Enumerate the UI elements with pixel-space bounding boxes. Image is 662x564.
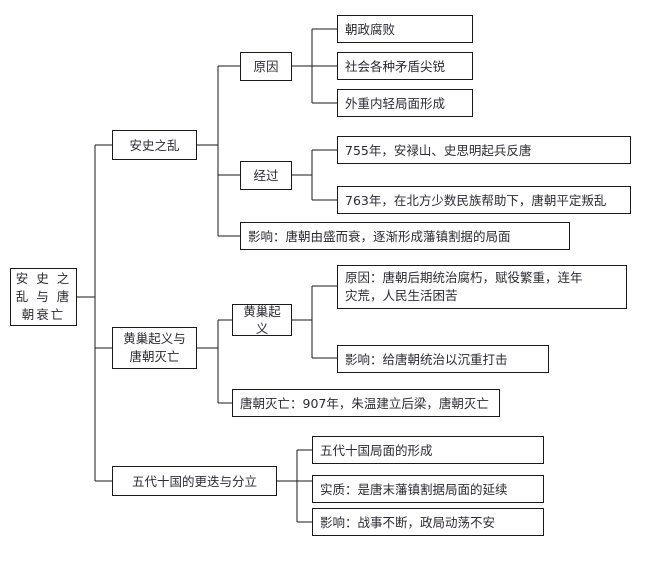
node-cause-label[interactable]: 原因 [240, 52, 292, 81]
node-five-dynasties-item-2[interactable]: 实质：是唐末藩镇割据局面的延续 [312, 475, 544, 503]
branch-huangchao-and-fall[interactable]: 黄巢起义与 唐朝灭亡 [112, 327, 197, 369]
node-five-dynasties-item-1[interactable]: 五代十国局面的形成 [312, 436, 544, 464]
node-five-dynasties-item-3[interactable]: 影响：战事不断，政局动荡不安 [312, 508, 544, 536]
node-huangchao-uprising[interactable]: 黄巢起义 [232, 304, 292, 336]
node-huangchao-impact[interactable]: 影响：给唐朝统治以沉重打击 [337, 345, 549, 373]
node-process-label[interactable]: 经过 [240, 161, 292, 190]
node-cause-item-2[interactable]: 社会各种矛盾尖锐 [337, 52, 473, 80]
root-node[interactable]: 安 史 之 乱 与 唐 朝衰亡 [10, 268, 77, 326]
node-process-item-2[interactable]: 763年，在北方少数民族帮助下，唐朝平定叛乱 [337, 186, 631, 214]
node-cause-item-1[interactable]: 朝政腐败 [337, 15, 473, 43]
branch-five-dynasties[interactable]: 五代十国的更迭与分立 [112, 466, 277, 496]
node-tang-fall[interactable]: 唐朝灭亡：907年，朱温建立后梁，唐朝灭亡 [232, 389, 500, 417]
node-cause-item-3[interactable]: 外重内轻局面形成 [337, 89, 473, 117]
node-process-item-1[interactable]: 755年，安禄山、史思明起兵反唐 [337, 136, 631, 164]
node-huangchao-cause[interactable]: 原因：唐朝后期统治腐朽，赋役繁重，连年 灾荒，人民生活困苦 [337, 265, 627, 309]
branch-anshi-rebellion[interactable]: 安史之乱 [112, 130, 197, 160]
node-anshi-impact[interactable]: 影响：唐朝由盛而衰，逐渐形成藩镇割据的局面 [240, 222, 570, 250]
